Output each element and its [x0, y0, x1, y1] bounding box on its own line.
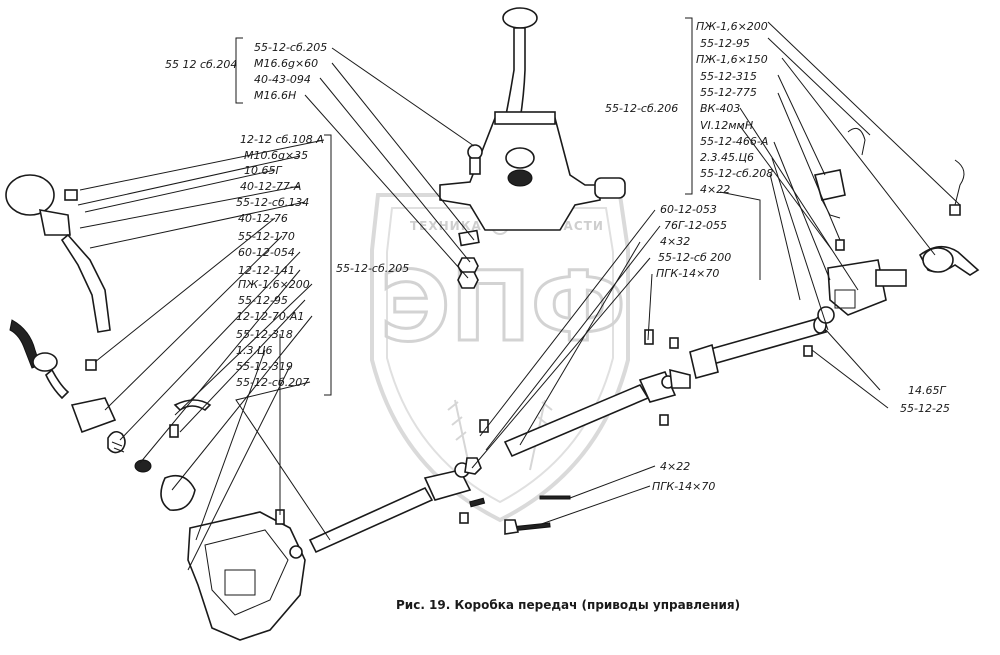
watermark-text-left: ТЕХНИКА [410, 219, 482, 233]
figure-caption: Рис. 19. Коробка передач (приводы управл… [396, 598, 740, 612]
assembly-label-right: 55-12-сб.206 [605, 102, 678, 115]
left-curved-rod [9, 319, 97, 400]
part-label: 2.3.45.Ц6 [700, 151, 754, 164]
bracket-and-spring [70, 397, 212, 511]
part-label: 55-12-319 [236, 360, 293, 373]
nut-and-washer [457, 229, 480, 289]
lower-left-housing [187, 509, 306, 641]
label-group-bottom: 4×22 ПГК-14×70 [652, 460, 715, 493]
part-label: 60-12-054 [238, 246, 295, 259]
watermark-big-letters: ЭПФ [380, 251, 626, 363]
part-label: 55-12-466-А [700, 135, 768, 148]
label-group-left: 55-12-сб.205 12-12 сб.108 А М10.6g×35 10… [236, 133, 409, 389]
part-label: 55-12-95 [700, 37, 750, 50]
part-label: М16.6g×60 [254, 57, 318, 70]
part-label: ВК-403 [700, 102, 740, 115]
right-housing-block [827, 245, 980, 316]
part-label: 55-12-сб.207 [236, 376, 309, 389]
part-label: 12-12 сб.108 А [240, 133, 324, 146]
part-label: 60-12-053 [660, 203, 717, 216]
part-label: 12-12-70-А1 [236, 310, 304, 323]
part-label: М10.6g×35 [244, 149, 308, 162]
part-label: ПЖ-1,6×200 [238, 278, 310, 291]
part-label: 4×22 [660, 460, 690, 473]
long-shift-rod-left [308, 457, 486, 554]
part-label: ПЖ-1,6×150 [696, 53, 768, 66]
part-label: 4×22 [700, 183, 730, 196]
left-lever-knob [5, 174, 111, 333]
part-label: 55-12-315 [700, 70, 757, 83]
part-label: 40-12-77-А [240, 180, 301, 193]
middle-shift-shaft [479, 368, 691, 458]
part-label: 40-43-094 [254, 73, 311, 86]
label-group-top: 55 12 сб.204 55-12-сб.205 М16.6g×60 40-4… [165, 41, 327, 102]
assembly-label-top: 55 12 сб.204 [165, 58, 237, 71]
parts-drawing [5, 7, 980, 641]
right-shift-shaft [669, 306, 835, 379]
part-label: 14.65Г [908, 384, 946, 397]
assembly-label-left: 55-12-сб.205 [336, 262, 409, 275]
label-group-right-low: 14.65Г 55-12-25 [900, 384, 950, 415]
label-group-mid: 60-12-053 76Г-12-055 4×32 55-12-сб 200 П… [656, 203, 731, 280]
part-label: 55-12-сб.205 [254, 41, 327, 54]
part-label: 40-12-76 [238, 212, 288, 225]
part-label: VI.12ммН [700, 119, 753, 132]
watermark: ТЕХНИКА ЗАПЧАСТИ ЭПФ [370, 193, 630, 523]
part-label: 55-12-318 [236, 328, 293, 341]
part-label: 55-12-сб 200 [658, 251, 731, 264]
part-label: 55-12-25 [900, 402, 950, 415]
part-label: М16.6Н [254, 89, 296, 102]
part-label: 10.65Г [244, 164, 282, 177]
part-label: 55-12-95 [238, 294, 288, 307]
part-label: 55-12-сб.208 [700, 167, 773, 180]
leader-lines [77, 17, 961, 571]
gear-lever-assembly [439, 7, 626, 231]
right-bracket-clip [813, 127, 965, 251]
part-label: ПГК-14×70 [652, 480, 715, 493]
part-label: 55-12-сб.134 [236, 196, 309, 209]
part-label: 4×32 [660, 235, 690, 248]
part-label: 55-12-775 [700, 86, 757, 99]
part-label: 55-12-170 [238, 230, 295, 243]
part-label: 12-12-141 [238, 264, 295, 277]
part-label: ПЖ-1,6×200 [696, 20, 768, 33]
part-label: 1.3.Ц6 [236, 344, 273, 357]
part-label: ПГК-14×70 [656, 267, 719, 280]
label-group-right: 55-12-сб.206 ПЖ-1,6×200 55-12-95 ПЖ-1,6×… [605, 20, 773, 196]
part-label: 76Г-12-055 [664, 219, 727, 232]
